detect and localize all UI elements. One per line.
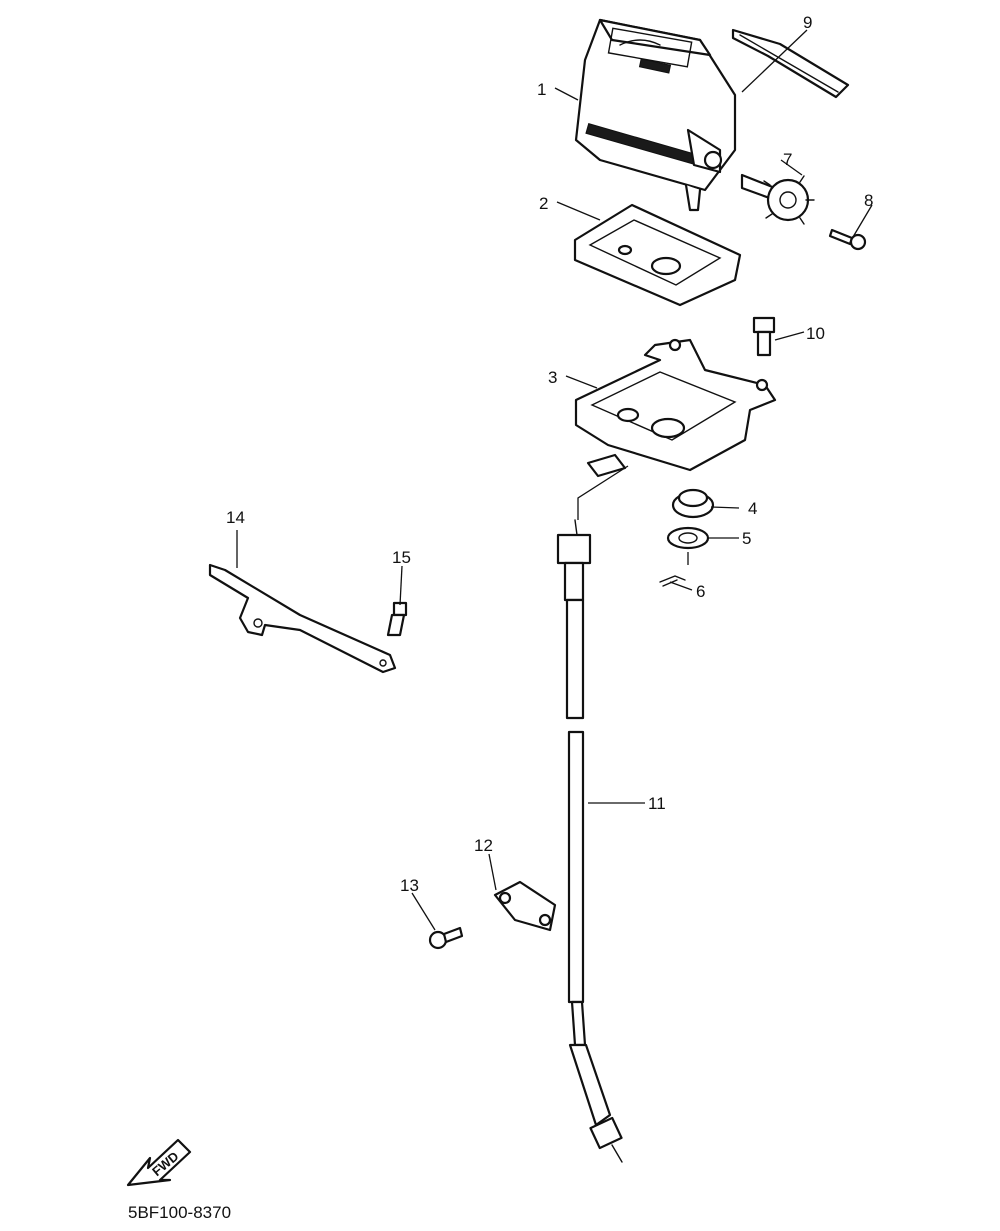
part-15-bolt	[386, 601, 408, 637]
callout-13: 13	[400, 876, 419, 895]
callout-10: 10	[806, 324, 825, 343]
fwd-arrow: FWD	[126, 1138, 192, 1187]
callout-12: 12	[474, 836, 493, 855]
part-5-washer	[666, 526, 710, 550]
part-14-stay	[208, 563, 397, 674]
part-7-gear	[740, 173, 815, 225]
part-4-grommet	[671, 488, 715, 519]
part-13-bolt	[428, 926, 464, 950]
leader-lines	[236, 29, 873, 931]
part-6-clip	[659, 575, 686, 587]
callout-7: 7	[783, 150, 792, 169]
part-11-cable	[556, 519, 623, 1163]
callout-1: 1	[537, 80, 546, 99]
callout-labels: 1 2 3 4 5 6 7 8 9 10 11 12 13 14 15	[226, 13, 873, 895]
part-3-bracket	[574, 338, 777, 478]
part-2-gasket	[573, 203, 742, 307]
callout-9: 9	[803, 13, 812, 32]
callout-4: 4	[748, 499, 757, 518]
callout-15: 15	[392, 548, 411, 567]
callout-8: 8	[864, 191, 873, 210]
diagram-code: 5BF100-8370	[128, 1203, 231, 1222]
part-12-clamp	[493, 880, 557, 932]
callout-6: 6	[696, 582, 705, 601]
part-10-bolt	[752, 316, 776, 357]
part-9-strip	[731, 28, 850, 99]
callout-3: 3	[548, 368, 557, 387]
callout-11: 11	[648, 794, 666, 813]
callout-2: 2	[539, 194, 548, 213]
part-8-screw	[828, 228, 867, 251]
callout-5: 5	[742, 529, 751, 548]
callout-14: 14	[226, 508, 245, 527]
part-1-meter-housing	[574, 18, 737, 212]
